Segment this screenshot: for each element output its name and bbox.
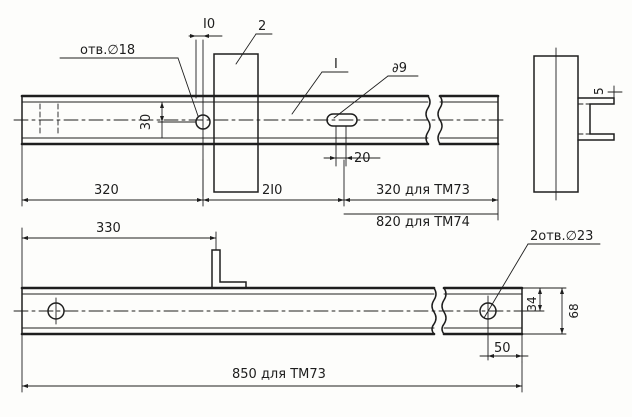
beam-1-left	[20, 94, 431, 146]
slot-label: ∂9	[392, 61, 407, 76]
slot-9	[326, 113, 358, 127]
part-2-label: 2	[258, 19, 266, 34]
plate-2	[213, 53, 259, 193]
dim-10-label: I0	[203, 17, 215, 32]
dim-320-left-label: 320	[94, 183, 119, 198]
dim-34-label: 34	[525, 296, 539, 311]
section-view: 5	[533, 47, 623, 201]
dim-68-label: 68	[567, 303, 581, 318]
dim-30-label: 30	[139, 114, 154, 131]
dim-210-label: 2I0	[262, 183, 282, 198]
dim-330-label: 330	[96, 221, 121, 236]
hole-top-label: отв.∅18	[80, 43, 135, 58]
dim-20-label: 20	[354, 151, 371, 166]
angle-bracket	[211, 249, 247, 289]
top-view: I0 2 I отв.∅18 ∂9 30 20	[13, 17, 507, 230]
part-1-label: I	[334, 57, 338, 72]
dim-320-tm73-label: 320 для ТМ73	[376, 183, 470, 198]
bottom-view: 330 2отв.∅23 34	[13, 221, 601, 393]
dim-5-label: 5	[592, 87, 606, 95]
dim-50-label: 50	[494, 341, 511, 356]
dim-850-tm73-label: 850 для ТМ73	[232, 367, 326, 382]
holes-bottom-label: 2отв.∅23	[530, 229, 593, 244]
dim-820-tm74-label: 820 для ТМ74	[376, 215, 470, 230]
